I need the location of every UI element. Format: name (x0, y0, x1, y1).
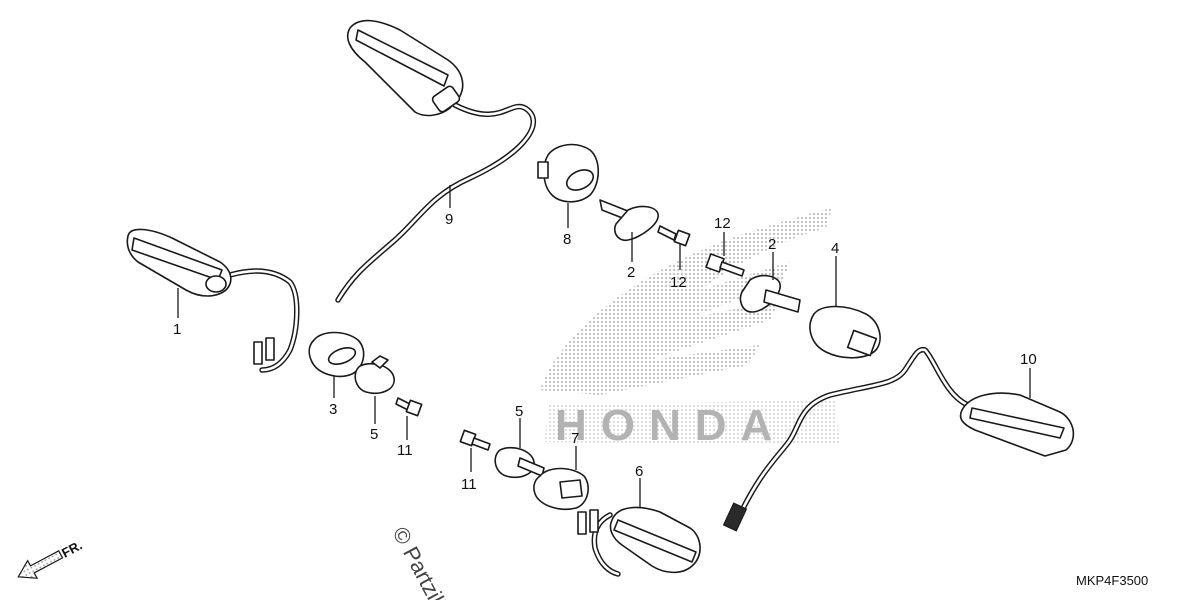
callout-4: 4 (831, 240, 839, 257)
callout-2-lower: 2 (768, 236, 776, 253)
part-4-socket (809, 305, 881, 359)
callout-5-lower: 5 (515, 403, 523, 420)
partzilla-watermark: © Partzilla (388, 523, 458, 600)
part-1-turn-signal (126, 228, 300, 373)
callout-11-lower: 11 (461, 476, 477, 493)
diagram-code: MKP4F3500 (1076, 573, 1148, 588)
part-6-turn-signal (577, 506, 701, 577)
part-5-plate-lower (494, 446, 545, 478)
callout-10: 10 (1020, 351, 1037, 368)
callout-labels: 1 9 8 2 12 12 2 4 10 3 5 11 5 7 11 6 (173, 211, 1037, 493)
front-label: FR. (59, 537, 85, 560)
part-11-bolt-left (395, 397, 423, 417)
part-10-turn-signal (722, 346, 1075, 532)
part-2-plate-lower (739, 274, 801, 313)
callout-2-upper: 2 (627, 264, 635, 281)
part-12-bolt-lower (705, 253, 745, 277)
callout-7: 7 (571, 430, 579, 447)
callout-12-lower: 12 (670, 274, 687, 291)
part-7-socket (533, 467, 589, 511)
leader-lines (177, 185, 1031, 508)
callout-6: 6 (635, 463, 643, 480)
part-8-socket (537, 143, 600, 203)
part-2-plate-upper (599, 199, 659, 242)
callout-5-left: 5 (370, 426, 378, 443)
front-arrow-icon (17, 550, 64, 579)
front-direction-indicator: FR. (17, 537, 85, 579)
logo-lettering: HONDA (555, 401, 786, 450)
callout-3: 3 (329, 401, 337, 418)
honda-wing-logo: HONDA (540, 208, 840, 450)
callout-12-upper: 12 (714, 215, 731, 232)
part-5-plate-left (354, 355, 395, 394)
callout-9: 9 (445, 211, 453, 228)
part-3-grommet (308, 331, 365, 378)
callout-8: 8 (563, 231, 571, 248)
callout-11-left: 11 (397, 442, 413, 459)
part-12-bolt-upper (657, 225, 691, 247)
callout-1: 1 (173, 321, 181, 338)
part-11-bolt-lower (459, 429, 491, 451)
part-9-turn-signal (335, 19, 537, 303)
